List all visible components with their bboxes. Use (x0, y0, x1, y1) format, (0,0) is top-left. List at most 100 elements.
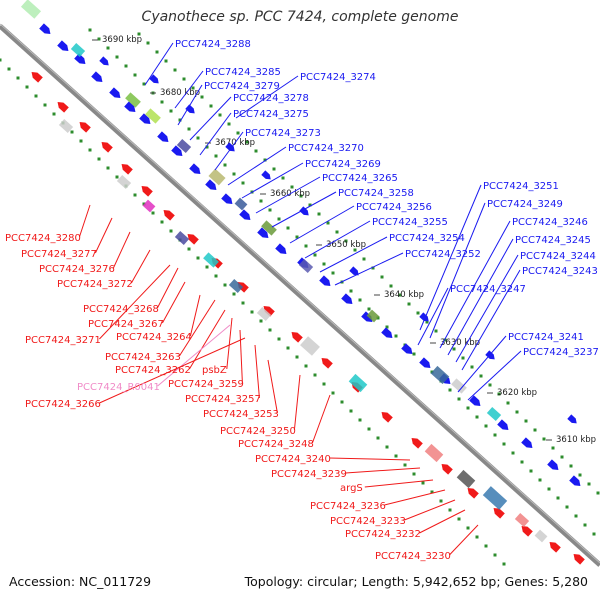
gc-dot (466, 526, 470, 530)
gc-dot (196, 256, 200, 260)
gc-dot (416, 311, 420, 315)
reverse-gene-label: PCC7424_3271 (25, 335, 101, 346)
forward-gene-arrow (299, 206, 309, 216)
gc-dot (556, 496, 560, 500)
forward-gene-label: PCC7424_3241 (508, 332, 584, 343)
label-leader-lines (78, 42, 522, 556)
gc-dot (596, 491, 600, 495)
gc-dot (389, 284, 393, 288)
gc-dot (88, 148, 92, 152)
reverse-gene-label: PCC7424_3232 (345, 529, 421, 540)
reverse-leader-line (226, 317, 233, 370)
gc-dot (358, 418, 362, 422)
forward-leader-line (235, 75, 299, 119)
reverse-gene-arrow (493, 507, 505, 519)
forward-leader-line (457, 335, 507, 393)
gc-dot (295, 235, 299, 239)
reverse-gene-label: PCC7424_3268 (83, 304, 159, 315)
reverse-gene-arrow (263, 305, 275, 317)
forward-gene-label: PCC7424_3249 (487, 199, 563, 210)
gc-dot (88, 28, 92, 32)
gc-dot (146, 41, 150, 45)
reverse-leader-line (364, 479, 434, 488)
reverse-leader-line (254, 344, 260, 399)
gc-dot (547, 487, 551, 491)
reverse-gene-arrow (31, 71, 43, 83)
gc-dot (385, 325, 389, 329)
gc-dot (497, 392, 501, 396)
gc-dot (290, 185, 294, 189)
gene-segment-box (298, 259, 314, 273)
forward-gene-label: PCC7424_3270 (288, 143, 364, 154)
forward-gene-arrow (349, 266, 359, 276)
forward-gene-label: PCC7424_3265 (322, 173, 398, 184)
reverse-gene-arrow (321, 357, 333, 369)
gene-features (20, 0, 585, 565)
gc-dot (227, 122, 231, 126)
reverse-gene-arrow (187, 233, 199, 245)
gc-dot (214, 154, 218, 158)
gene-segment-box (430, 365, 450, 385)
gc-dot (133, 193, 137, 197)
gc-dot (529, 469, 533, 473)
reverse-gene-label: PCC7424_3233 (330, 516, 406, 527)
gc-dot (173, 68, 177, 72)
gc-dot (331, 391, 335, 395)
gc-dot (187, 247, 191, 251)
gc-dot (538, 478, 542, 482)
forward-leader-line (429, 202, 486, 339)
gc-dot (70, 130, 74, 134)
gc-dot (299, 194, 303, 198)
forward-gene-arrow (567, 414, 577, 424)
gc-dot (241, 301, 245, 305)
gc-dot (277, 217, 281, 221)
forward-leader-line (227, 146, 287, 186)
gc-dot (331, 271, 335, 275)
accession-text: Accession: NC_011729 (9, 574, 152, 589)
forward-leader-line (334, 252, 404, 286)
gene-segment-box (534, 529, 548, 543)
forward-leader-line (255, 176, 321, 214)
forward-leader-line (199, 112, 232, 156)
gc-dot (322, 262, 326, 266)
forward-leader-line (319, 236, 388, 273)
gc-dot (367, 427, 371, 431)
reverse-leader-line (161, 281, 186, 324)
gc-dot (259, 319, 263, 323)
gc-dot (362, 257, 366, 261)
gc-dot (245, 140, 249, 144)
map-title: Cyanothece sp. PCC 7424, complete genome (141, 9, 459, 25)
gc-dot (295, 355, 299, 359)
gene-segment-box (176, 139, 192, 153)
gc-dot (313, 253, 317, 257)
gc-dot (25, 85, 29, 89)
reverse-gene-label: argS (340, 483, 363, 494)
gene-segment-box (482, 486, 508, 510)
gene-segment-box (174, 231, 190, 245)
reverse-gene-label: PCC7424_3276 (39, 264, 115, 275)
gc-dot (371, 266, 375, 270)
gene-segment-box (234, 197, 248, 211)
gc-dot (344, 239, 348, 243)
reverse-leader-line (267, 359, 278, 414)
gc-dot (524, 419, 528, 423)
gene-segment-box (256, 307, 272, 321)
reverse-gene-arrow (79, 121, 91, 133)
gene-segment-box (116, 175, 132, 189)
backbone-line (0, 24, 600, 567)
gc-dot (340, 400, 344, 404)
forward-gene-label: PCC7424_3245 (515, 235, 591, 246)
forward-leader-line (455, 254, 519, 363)
reverse-gene-arrow (521, 525, 533, 537)
gc-dot (484, 544, 488, 548)
gc-dot (493, 553, 497, 557)
gc-dot (182, 77, 186, 81)
forward-gene-label: PCC7424_3278 (233, 93, 309, 104)
forward-gene-label: PCC7424_3285 (205, 67, 281, 78)
gc-dot (425, 320, 429, 324)
gene-segment-box (20, 0, 42, 19)
reverse-leader-line (156, 267, 179, 309)
reverse-gene-label: PCC7424_3250 (220, 426, 296, 437)
forward-leader-line (439, 220, 511, 349)
